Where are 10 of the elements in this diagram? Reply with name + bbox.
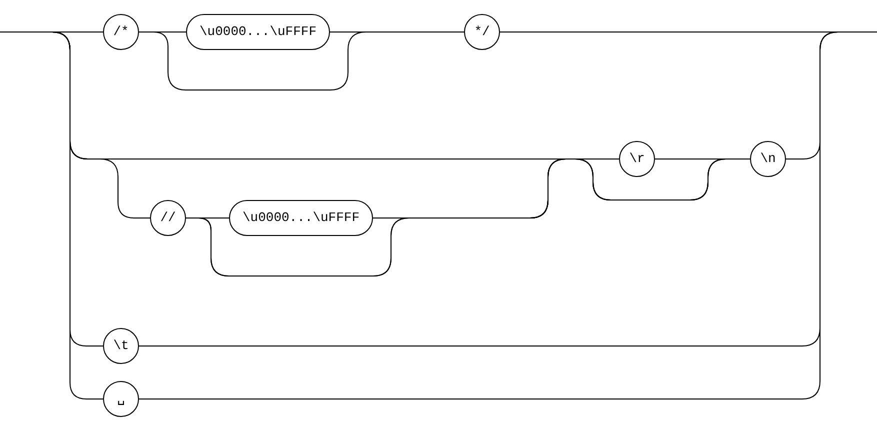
railroad-line	[654, 158, 750, 160]
terminal-pill: \u0000...\uFFFF	[229, 200, 373, 236]
terminal-pill: \r	[619, 141, 655, 177]
terminal-pill: \u0000...\uFFFF	[186, 14, 330, 50]
terminal-pill: \t	[103, 328, 139, 364]
terminal-pill: */	[464, 14, 500, 50]
terminal-pill: \n	[750, 141, 786, 177]
terminal-pill: /*	[103, 14, 139, 50]
terminal-pill: ␣	[103, 381, 139, 417]
terminal-pill: //	[150, 200, 186, 236]
